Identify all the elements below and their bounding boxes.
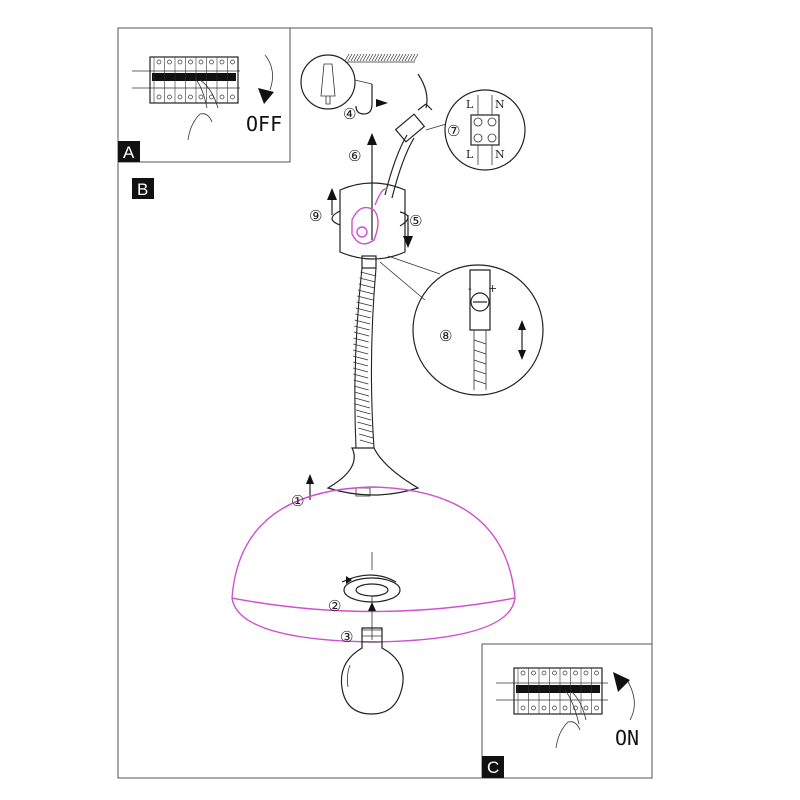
panel-c-tag: C <box>487 758 499 777</box>
coiled-cable <box>352 267 377 449</box>
terminal-live-top: L <box>466 98 474 111</box>
ceiling-hook-icon <box>355 84 373 115</box>
terminal-live-bottom: L <box>466 148 474 161</box>
step-5-label: ⑤ <box>409 212 422 230</box>
step-6-label: ⑥ <box>348 147 361 165</box>
rotate-arrow-5 <box>399 211 409 240</box>
step-2-label: ② <box>328 597 341 615</box>
light-bulb-icon <box>340 627 404 715</box>
breaker-panel-icon <box>132 56 240 104</box>
hand-icon <box>187 77 219 141</box>
ceiling-hatch <box>344 53 419 63</box>
panel-a-tag: A <box>123 143 135 162</box>
step-1-label: ① <box>291 492 304 510</box>
rotate-on-arrow-icon <box>626 679 635 721</box>
step-4-label: ④ <box>343 105 356 123</box>
rotate-off-arrow-icon <box>264 54 273 91</box>
step-8-label: ⑧ <box>439 327 452 345</box>
shade-top <box>326 447 420 496</box>
adjuster-magnifier: - + <box>379 255 544 396</box>
adjuster-plus: + <box>488 282 497 295</box>
ceiling-canopy <box>339 182 406 269</box>
step-9-label: ⑨ <box>309 207 322 225</box>
panel-b-tag: B <box>137 180 148 199</box>
panel-a: OFF A <box>117 27 291 163</box>
off-label: OFF <box>246 112 282 136</box>
terminal-connector <box>394 113 426 143</box>
step-3-label: ③ <box>340 628 353 646</box>
breaker-panel-icon <box>496 667 608 715</box>
terminal-magnifier: L N L N <box>425 89 526 171</box>
terminal-neutral-bottom: N <box>495 148 505 161</box>
hand-icon <box>555 689 587 749</box>
lamp-shade <box>231 486 516 643</box>
page-border <box>117 27 653 779</box>
panel-c: ON C <box>481 643 653 779</box>
socket-ring <box>341 574 401 640</box>
adjuster-minus: - <box>468 282 472 295</box>
mains-wire <box>417 73 433 111</box>
step-7-label: ⑦ <box>447 122 460 140</box>
dowel-magnifier <box>300 54 373 110</box>
on-label: ON <box>615 726 639 750</box>
terminal-neutral-top: N <box>495 98 505 111</box>
